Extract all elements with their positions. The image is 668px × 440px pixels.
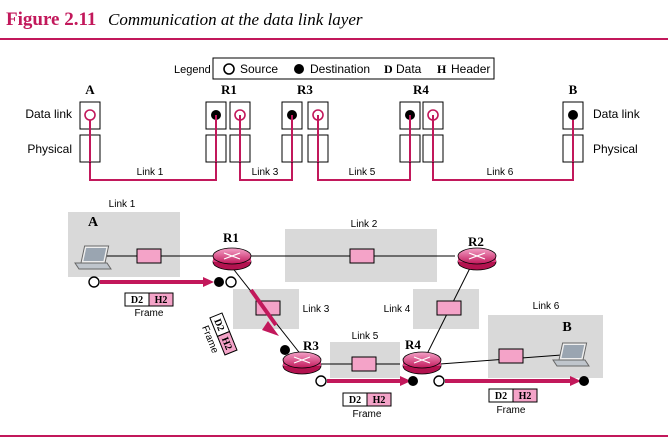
destination-icon	[568, 110, 578, 120]
destination-icon	[280, 345, 290, 355]
layer-view: Data link Physical Data link Physical A …	[25, 82, 641, 181]
topo-a-label: A	[88, 215, 99, 230]
topo-link4-label: Link 4	[384, 304, 411, 315]
stack-b-label: B	[569, 82, 578, 97]
source-icon	[223, 63, 235, 75]
topo-r3-label: R3	[303, 338, 319, 353]
interface-link4	[436, 300, 462, 316]
interface-link5	[351, 356, 377, 372]
topo-r1-label: R1	[223, 230, 239, 245]
stack-r3: R3	[281, 82, 329, 163]
frame-4-d: D2	[495, 391, 507, 402]
frame-2-header	[216, 330, 238, 356]
topo-link3-label: Link 3	[303, 304, 330, 315]
flow-arrows	[100, 277, 581, 386]
source-icon	[225, 276, 237, 288]
topo-r2-label: R2	[468, 234, 484, 249]
router-icon	[212, 247, 252, 271]
frame-4-label: Frame	[497, 405, 526, 416]
figure-header: Figure 2.11 Communication at the data li…	[0, 9, 668, 40]
stack-r1-label: R1	[221, 82, 237, 97]
legend-data-key: D	[384, 62, 393, 76]
interface-link1	[136, 248, 162, 264]
topo-link5-label: Link 5	[352, 331, 379, 342]
label-physical-right: Physical	[593, 142, 638, 156]
frame-1: D2 H2 Frame	[124, 292, 174, 319]
topo-link2-label: Link 2	[351, 219, 378, 230]
source-icon	[88, 276, 100, 288]
legend-title: Legend	[174, 64, 211, 76]
destination-icon	[579, 376, 589, 386]
legend-data-label: Data	[396, 62, 422, 76]
destination-icon	[408, 376, 418, 386]
router-icon	[282, 351, 322, 375]
source-icon	[433, 375, 445, 387]
interface-link6	[498, 348, 524, 364]
topo-link6-label: Link 6	[533, 301, 560, 312]
router-icon	[457, 247, 497, 271]
legend-header-key: H	[437, 62, 447, 76]
stack-r3-label: R3	[297, 82, 313, 97]
top-link6-label: Link 6	[487, 167, 514, 178]
frame-3: D2 H2 Frame	[342, 392, 392, 420]
frame-1-header	[148, 292, 174, 307]
interfaces	[136, 248, 524, 372]
label-datalink-right: Data link	[593, 107, 641, 121]
frame-4: D2 H2 Frame	[488, 388, 538, 416]
label-datalink-left: Data link	[25, 107, 73, 121]
frame-1-h: H2	[155, 295, 168, 306]
frame-3-label: Frame	[353, 409, 382, 420]
topo-link1-label: Link 1	[109, 199, 136, 210]
frame-2-h: H2	[219, 336, 234, 352]
frame-3-header	[366, 392, 392, 407]
stack-r4-label: R4	[413, 82, 429, 97]
frame-2: D2 H2 Frame	[199, 312, 238, 356]
stack-r4: R4	[399, 82, 444, 163]
frame-4-h: H2	[519, 391, 532, 402]
frame-3-h: H2	[373, 395, 386, 406]
destination-icon	[294, 64, 304, 74]
frame-1-d: D2	[131, 295, 143, 306]
top-link5-label: Link 5	[349, 167, 376, 178]
source-icon	[315, 375, 327, 387]
figure-number: Figure 2.11	[6, 9, 96, 30]
stack-r1: R1	[205, 82, 251, 163]
frame-1-label: Frame	[135, 308, 164, 319]
topo-r4-label: R4	[405, 337, 421, 352]
top-link3-label: Link 3	[252, 167, 279, 178]
frame-2-d: D2	[211, 317, 226, 332]
destination-icon	[214, 277, 224, 287]
link-path	[89, 148, 574, 181]
label-physical-left: Physical	[27, 142, 72, 156]
stack-b: B	[562, 82, 584, 163]
legend-source: Source	[240, 62, 278, 76]
figure-caption: Communication at the data link layer	[108, 10, 363, 29]
source-icon	[84, 109, 96, 121]
topo-b-label: B	[562, 320, 571, 335]
router-icon	[402, 351, 442, 375]
top-link1-label: Link 1	[137, 167, 164, 178]
interface-link2	[349, 248, 375, 264]
topology-view: A B R1 R2 R3 R4 Link 1 Link 2 Link 3 Lin…	[68, 199, 603, 420]
frame-4-header	[512, 388, 538, 403]
legend-box	[212, 57, 495, 80]
legend-destination: Destination	[310, 62, 370, 76]
frame-3-d: D2	[349, 395, 361, 406]
legend-header-label: Header	[451, 62, 490, 76]
legend: Legend Source Destination D Data H Heade…	[174, 57, 495, 80]
stack-a-label: A	[85, 82, 95, 97]
